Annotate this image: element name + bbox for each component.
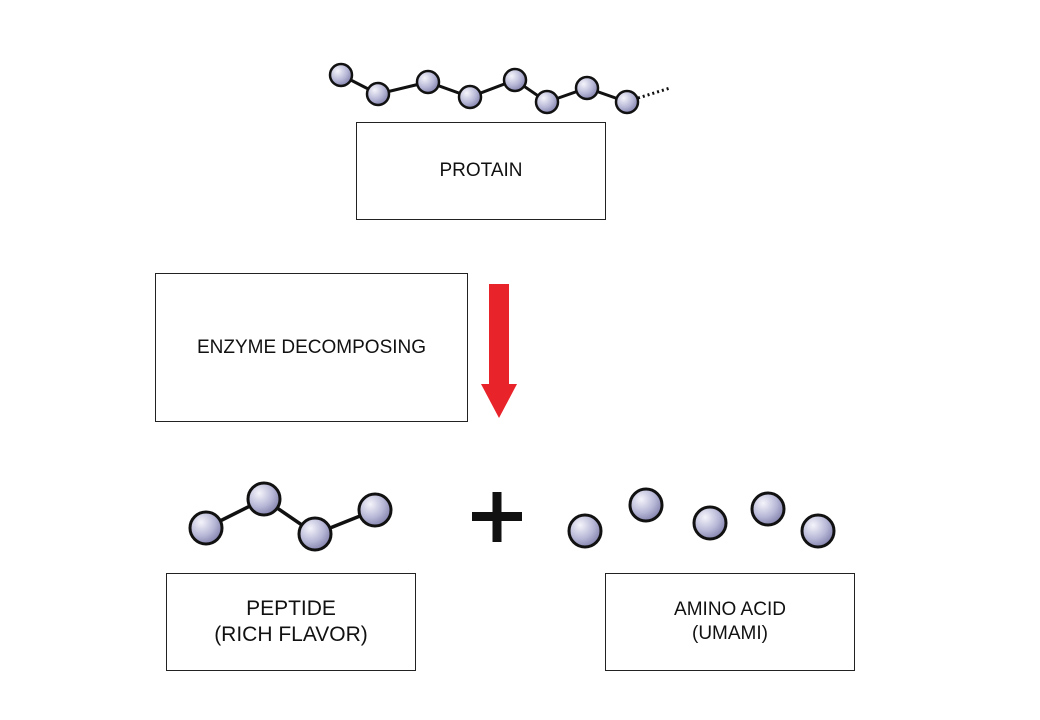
arrow-head: [481, 384, 517, 418]
protein-bead: [365, 81, 391, 107]
peptide-bead: [246, 481, 282, 517]
protein-bead: [457, 84, 483, 110]
enzyme-label: ENZYME DECOMPOSING: [196, 336, 427, 358]
decomposition-arrow-icon: [481, 284, 517, 418]
protein-bead: [415, 69, 441, 95]
amino-acid-label-box: AMINO ACID (UMAMI): [605, 573, 855, 671]
peptide-bead: [188, 510, 224, 546]
protein-bead: [502, 67, 528, 93]
amino-acid-bead: [692, 505, 728, 541]
amino-acid-beads-icon: [567, 487, 836, 549]
amino-acid-bead: [800, 513, 836, 549]
peptide-label-box: PEPTIDE (RICH FLAVOR): [166, 573, 416, 671]
peptide-label: PEPTIDE: [246, 596, 336, 620]
amino-acid-bead: [750, 491, 786, 527]
peptide-bead: [297, 516, 333, 552]
protein-chain-continuation: [637, 86, 671, 100]
protein-bead: [614, 89, 640, 115]
protein-bead: [328, 62, 354, 88]
amino-acid-bead: [567, 513, 603, 549]
protein-bead: [574, 75, 600, 101]
protein-label: PROTAIN: [439, 160, 523, 182]
protein-label-box: PROTAIN: [356, 122, 606, 220]
protein-bead: [534, 89, 560, 115]
peptide-sublabel: (RICH FLAVOR): [214, 623, 368, 646]
peptide-chain-bonds: [205, 496, 376, 536]
amino-acid-label: AMINO ACID: [674, 599, 786, 621]
plus-icon: [472, 492, 522, 542]
peptide-bead: [357, 492, 393, 528]
enzyme-label-box: ENZYME DECOMPOSING: [155, 273, 468, 422]
arrow-shaft: [489, 284, 509, 384]
amino-acid-sublabel: (UMAMI): [692, 623, 768, 644]
protein-chain-icon: [328, 62, 671, 115]
peptide-chain-icon: [188, 481, 393, 552]
amino-acid-bead: [628, 487, 664, 523]
